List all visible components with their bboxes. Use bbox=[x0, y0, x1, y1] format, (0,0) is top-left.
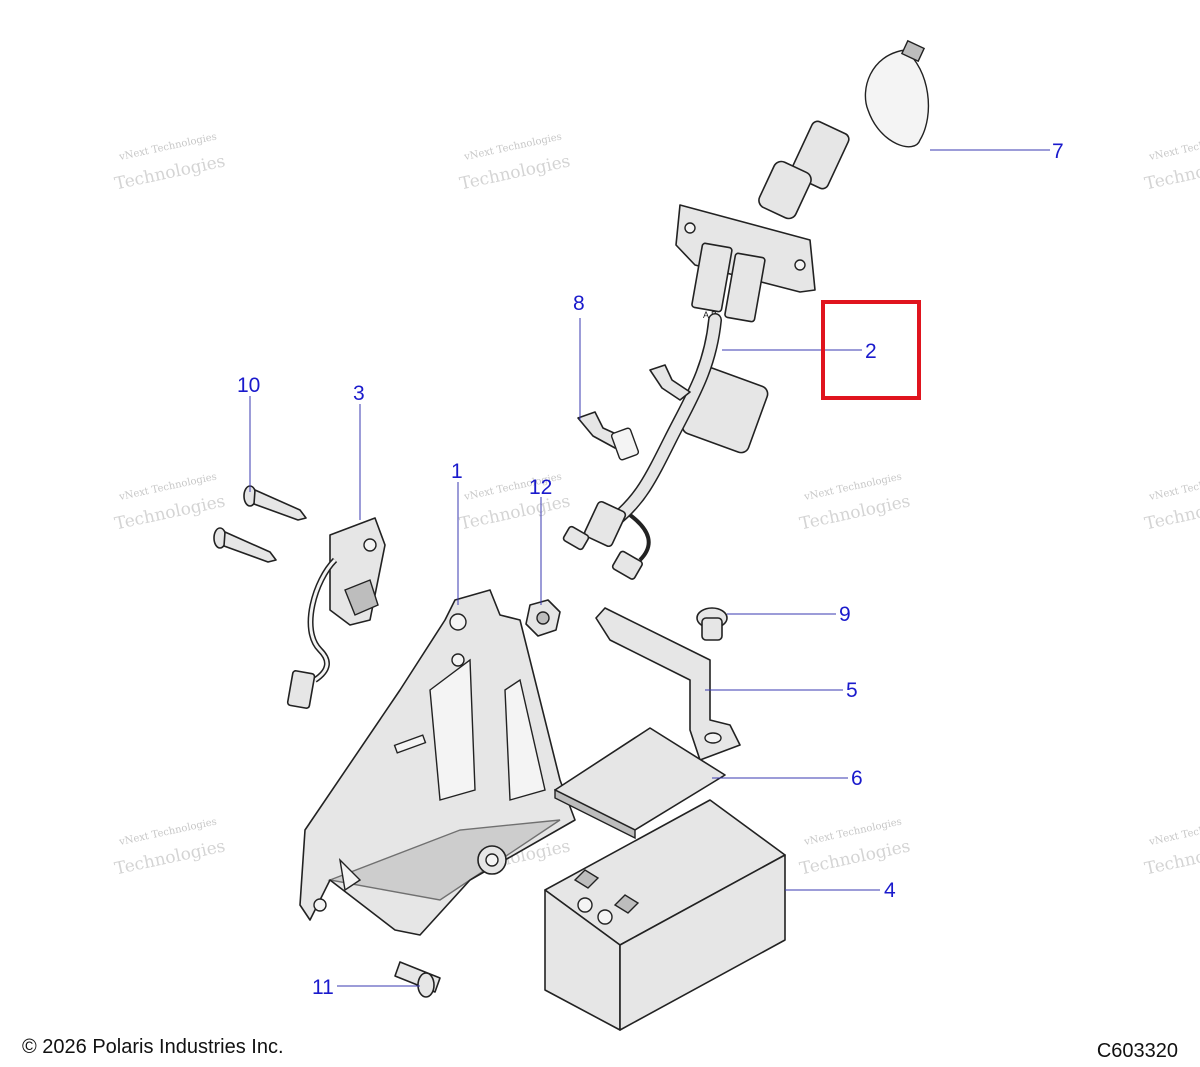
part-screw-small bbox=[696, 607, 728, 641]
callout-5[interactable]: 5 bbox=[846, 679, 858, 702]
callout-4[interactable]: 4 bbox=[884, 879, 896, 902]
watermark-small: vNext Technologies bbox=[1147, 472, 1200, 504]
part-battery bbox=[544, 799, 786, 1031]
leader-lines bbox=[249, 149, 1050, 987]
callout-8[interactable]: 8 bbox=[573, 292, 585, 315]
callout-9[interactable]: 9 bbox=[839, 603, 851, 626]
watermark-small: vNext Technologies bbox=[1147, 132, 1200, 164]
part-nut bbox=[525, 599, 561, 637]
part-cable-tie bbox=[864, 39, 930, 148]
part-bolt bbox=[394, 961, 441, 998]
part-wiring-harness: A B bbox=[562, 120, 850, 580]
watermark-small: vNext Technologies bbox=[1147, 817, 1200, 849]
callout-7[interactable]: 7 bbox=[1052, 140, 1064, 163]
copyright-text: © 2026 Polaris Industries Inc. bbox=[22, 1036, 284, 1058]
figure-id: C603320 bbox=[1096, 1040, 1178, 1062]
svg-text:A B: A B bbox=[703, 310, 717, 320]
callout-12[interactable]: 12 bbox=[529, 476, 552, 499]
part-screw bbox=[213, 485, 307, 563]
callout-2[interactable]: 2 bbox=[865, 340, 877, 363]
highlight-box bbox=[821, 300, 921, 400]
callout-11[interactable]: 11 bbox=[312, 976, 334, 999]
callout-6[interactable]: 6 bbox=[851, 767, 863, 790]
callout-3[interactable]: 3 bbox=[353, 382, 365, 405]
part-push-pin bbox=[577, 364, 691, 461]
callout-10[interactable]: 10 bbox=[237, 374, 260, 397]
part-sensor bbox=[286, 517, 386, 709]
part-pad bbox=[554, 727, 726, 840]
part-hold-down-strap bbox=[595, 607, 741, 761]
callout-1[interactable]: 1 bbox=[451, 460, 463, 483]
callouts: 1 2 3 4 5 6 7 8 9 10 11 12 bbox=[237, 140, 1064, 999]
part-battery-bracket bbox=[299, 589, 576, 936]
